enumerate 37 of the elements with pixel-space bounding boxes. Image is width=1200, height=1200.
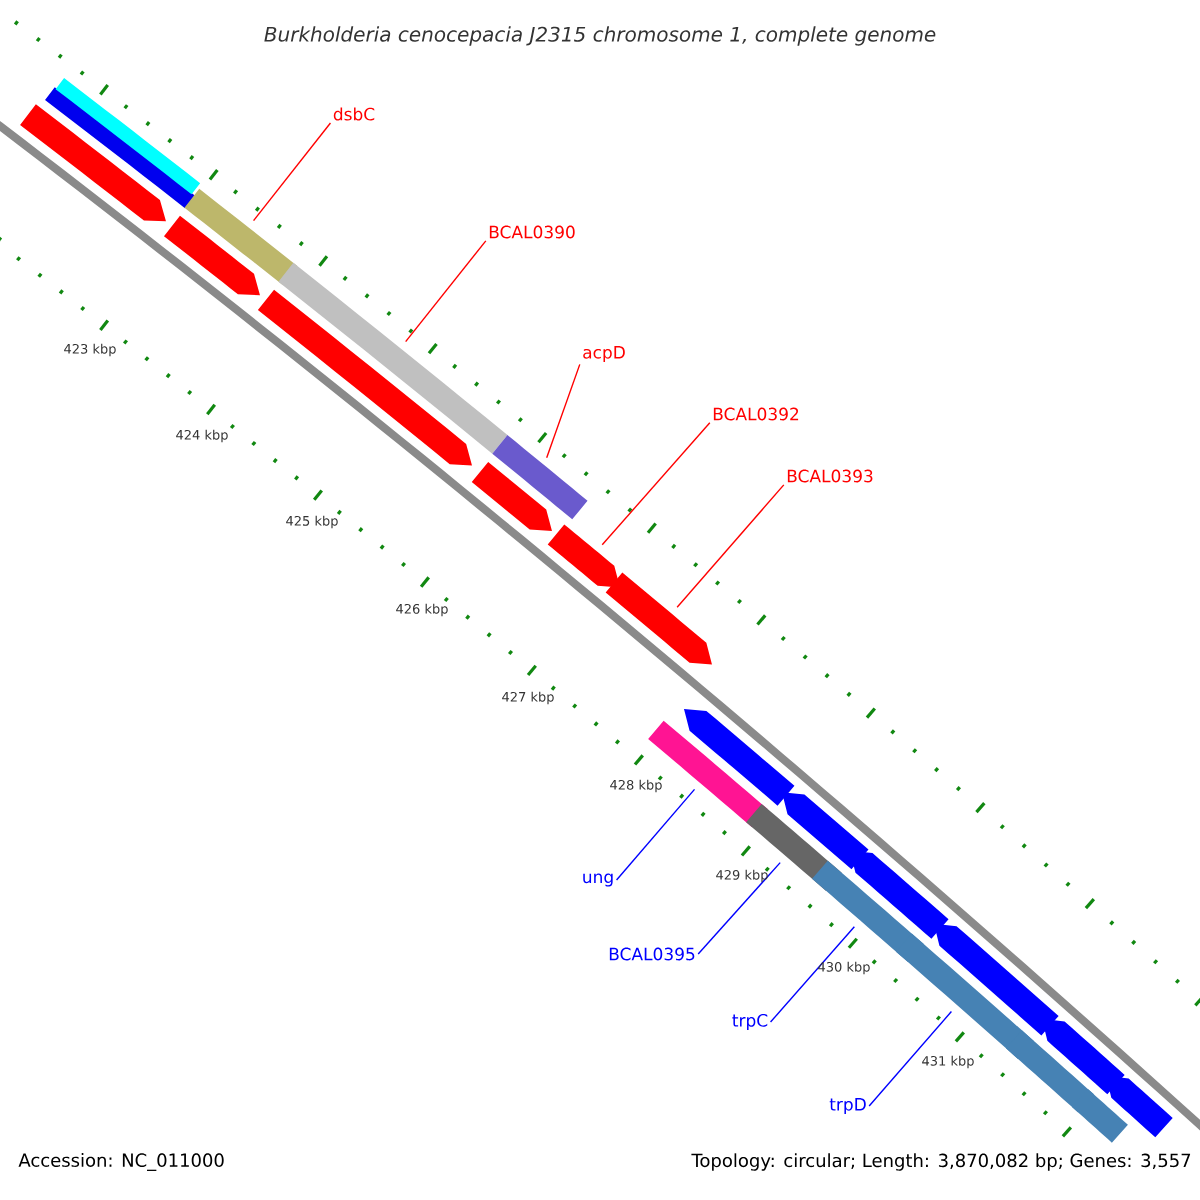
gene-label: trpD [829, 1098, 866, 1114]
gene-label: BCAL0390 [489, 225, 575, 239]
gene-label: dsbC [333, 107, 375, 121]
leader-line [252, 122, 332, 222]
gene-feature [184, 188, 298, 285]
gene-feature [547, 524, 620, 588]
gene-label: BCAL0395 [609, 947, 695, 961]
gene-feature [684, 709, 795, 806]
gene-feature [850, 850, 949, 939]
gene-label: ung [583, 873, 613, 887]
gene-feature [1071, 1089, 1128, 1143]
gene-feature [1042, 1018, 1125, 1095]
gene-feature [278, 262, 508, 454]
leader-line [601, 422, 711, 546]
info-text: Accession: NC_011000 [18, 1153, 224, 1171]
gene-feature [164, 215, 260, 296]
gene-label: BCAL0393 [787, 469, 873, 483]
title: Burkholderia cenocepacia J2315 chromosome 1, complete genome [264, 26, 936, 46]
gene-feature [257, 289, 472, 466]
gene-label: acpD [583, 346, 625, 362]
gene-label: BCAL0392 [713, 407, 799, 421]
leader-line [546, 363, 581, 459]
gene-feature [782, 792, 869, 870]
gene-label: trpC [732, 1013, 768, 1031]
gene-feature [45, 87, 195, 209]
gene-feature [471, 461, 552, 532]
gene-feature [492, 435, 588, 520]
leader-line [868, 1010, 953, 1107]
gene-feature [934, 923, 1059, 1036]
leader-line [676, 484, 785, 608]
gene-feature [20, 104, 166, 222]
leader-line [404, 240, 487, 343]
gene-feature [1106, 1075, 1173, 1138]
info-text: Topology: circular; Length: 3,870,082 bp; Genes: 3,557 [691, 1153, 1191, 1171]
gene-feature [55, 78, 201, 195]
leader-line [769, 925, 856, 1023]
gene-feature [605, 572, 712, 665]
